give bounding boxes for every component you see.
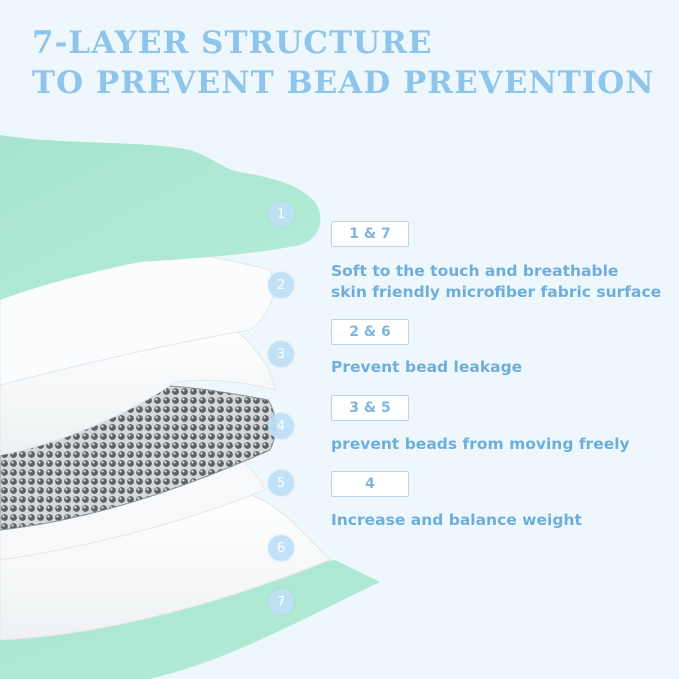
layer-group-desc-2-6: Prevent bead leakage bbox=[331, 358, 523, 376]
layer-number-1: 1 bbox=[268, 201, 294, 227]
layer-group-tag-2-6: 2 & 6 bbox=[331, 319, 409, 345]
layer-group-tag-4: 4 bbox=[331, 471, 409, 497]
layer-group-desc-4: Increase and balance weight bbox=[331, 511, 582, 529]
layer-number-5: 5 bbox=[268, 470, 294, 496]
layer-group-tag-1-7: 1 & 7 bbox=[331, 221, 409, 247]
layer-number-3: 3 bbox=[268, 341, 294, 367]
layer-number-6: 6 bbox=[268, 535, 294, 561]
layer-group-desc-3-5: prevent beads from moving freely bbox=[331, 435, 630, 453]
layer-group-tag-3-5: 3 & 5 bbox=[331, 395, 409, 421]
layer-group-desc-1-7-line-2: skin friendly microfiber fabric surface bbox=[331, 283, 662, 301]
layer-number-4: 4 bbox=[268, 413, 294, 439]
layer-number-7: 7 bbox=[268, 589, 294, 615]
title-line-1: 7-LAYER STRUCTURE bbox=[32, 25, 433, 61]
layer-group-desc-1-7-line-1: Soft to the touch and breathable bbox=[331, 262, 619, 280]
fabric-layer-1 bbox=[0, 135, 321, 300]
title-line-2: TO PREVENT BEAD PREVENTION bbox=[32, 65, 655, 101]
layer-number-2: 2 bbox=[268, 272, 294, 298]
